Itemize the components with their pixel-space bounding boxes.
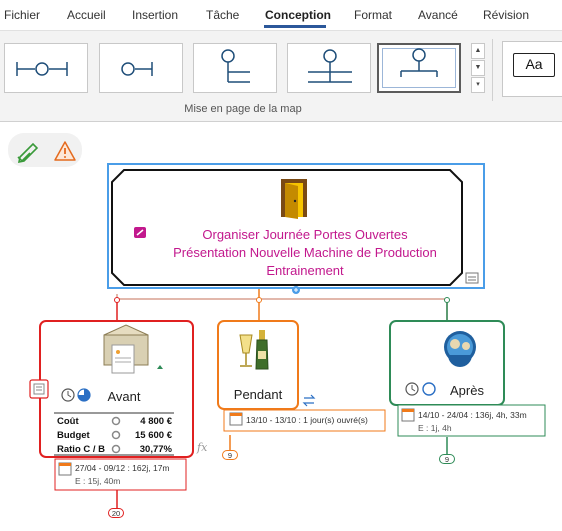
layout-org-chart-icon xyxy=(400,48,438,77)
refresh-progress-icon xyxy=(422,382,436,396)
layout-option-org-chart[interactable] xyxy=(377,43,461,93)
status-icons xyxy=(17,141,76,164)
calendar-icon xyxy=(401,408,415,422)
notes-side-icon[interactable] xyxy=(29,379,49,399)
tab-insertion[interactable]: Insertion xyxy=(132,8,179,22)
ribbon-group-label: Mise en page de la map xyxy=(184,103,302,115)
tab-avance[interactable]: Avancé xyxy=(418,8,458,22)
pendant-dates: 13/10 - 13/10 : 1 jour(s) ouvré(s) xyxy=(246,415,368,425)
note-corner-icon[interactable] xyxy=(465,272,479,284)
tab-format[interactable]: Format xyxy=(354,8,393,22)
layout-horizontal-right-icon xyxy=(121,62,153,76)
status-pill xyxy=(8,133,82,167)
pen-check-icon[interactable] xyxy=(17,142,39,164)
avant-effort: E : 15j, 40m xyxy=(75,476,121,486)
resource-icon xyxy=(405,382,419,396)
gallery-scroll-up-button[interactable]: ▲ xyxy=(471,43,485,59)
pink-task-icon xyxy=(134,227,146,238)
table-value-budget: 15 600 € xyxy=(135,430,172,441)
apres-date-box[interactable] xyxy=(397,404,546,437)
formula-icon[interactable]: fx xyxy=(197,441,208,454)
central-line-3: Entrainement xyxy=(266,263,344,278)
gear-icon xyxy=(111,444,121,454)
map-canvas[interactable]: Organiser Journée Portes Ouvertes Présen… xyxy=(0,123,562,531)
table-value-ratio: 30,77% xyxy=(139,444,172,455)
champagne-icon xyxy=(239,330,269,370)
ribbon-group-map-layout: ▲ ▼ ▾ Aa Mise en page de la map xyxy=(0,30,562,122)
layout-horizontal-both-icon xyxy=(16,62,68,76)
tab-revision[interactable]: Révision xyxy=(483,8,530,22)
apres-effort: E : 1j, 4h xyxy=(418,423,452,433)
active-tab-indicator xyxy=(264,25,326,28)
gear-icon xyxy=(111,430,121,440)
central-line-2: Présentation Nouvelle Machine de Product… xyxy=(173,245,437,260)
door-icon xyxy=(281,179,307,219)
avant-count-badge[interactable]: 20 xyxy=(108,508,124,518)
resource-icon xyxy=(61,388,75,402)
layout-option-horizontal-both[interactable] xyxy=(4,43,88,93)
letter-envelope-icon xyxy=(103,324,149,374)
table-key-budget: Budget xyxy=(57,430,90,441)
tab-fichier[interactable]: Fichier xyxy=(4,8,41,22)
node-apres-label: Après xyxy=(450,383,484,398)
node-avant-label: Avant xyxy=(107,389,141,404)
ribbon-separator xyxy=(492,39,493,101)
tab-accueil[interactable]: Accueil xyxy=(67,8,106,22)
table-key-cout: Coût xyxy=(57,416,79,427)
style-preview: Aa xyxy=(513,53,555,77)
theme-style-button[interactable]: Aa xyxy=(502,41,562,97)
ribbon-tabbar: Fichier Accueil Insertion Tâche Concepti… xyxy=(0,0,562,30)
apres-dates: 14/10 - 24/04 : 136j, 4h, 33m xyxy=(418,410,527,420)
central-topic[interactable] xyxy=(107,163,485,294)
node-pendant-shape[interactable] xyxy=(217,320,299,410)
node-pendant-label: Pendant xyxy=(233,387,283,402)
layout-tree-right-icon xyxy=(221,49,250,83)
expand-arrow-icon[interactable] xyxy=(157,365,163,369)
link-arrows-icon[interactable] xyxy=(302,394,316,407)
add-subtopic-icon[interactable] xyxy=(292,286,300,294)
pendant-date-box[interactable] xyxy=(223,409,386,432)
layout-option-tree-both[interactable] xyxy=(287,43,371,93)
tab-tache[interactable]: Tâche xyxy=(206,8,240,22)
central-line-1: Organiser Journée Portes Ouvertes xyxy=(202,227,408,242)
layout-tree-both-icon xyxy=(308,49,352,83)
layout-option-tree-right[interactable] xyxy=(193,43,277,93)
gallery-more-button[interactable]: ▾ xyxy=(471,77,485,93)
calendar-icon xyxy=(229,412,243,426)
warning-icon[interactable] xyxy=(54,141,76,161)
table-key-ratio: Ratio C / B xyxy=(57,444,106,455)
gallery-scroll: ▲ ▼ ▾ xyxy=(471,43,485,94)
gallery-scroll-down-button[interactable]: ▼ xyxy=(471,60,485,76)
gear-icon xyxy=(111,416,121,426)
node-avant-shape[interactable] xyxy=(39,320,194,458)
calendar-icon xyxy=(58,462,72,476)
users-refresh-icon xyxy=(444,331,476,367)
pendant-count-badge[interactable]: 9 xyxy=(222,450,238,460)
pie-progress-icon xyxy=(77,388,91,402)
tab-conception[interactable]: Conception xyxy=(265,8,331,22)
avant-dates: 27/04 - 09/12 : 162j, 17m xyxy=(75,463,170,473)
apres-count-badge[interactable]: 9 xyxy=(439,454,455,464)
avant-date-box[interactable] xyxy=(54,458,187,491)
table-value-cout: 4 800 € xyxy=(140,416,172,427)
connectors xyxy=(114,287,450,509)
map-graphics xyxy=(29,163,546,509)
layout-option-horizontal-right[interactable] xyxy=(99,43,183,93)
